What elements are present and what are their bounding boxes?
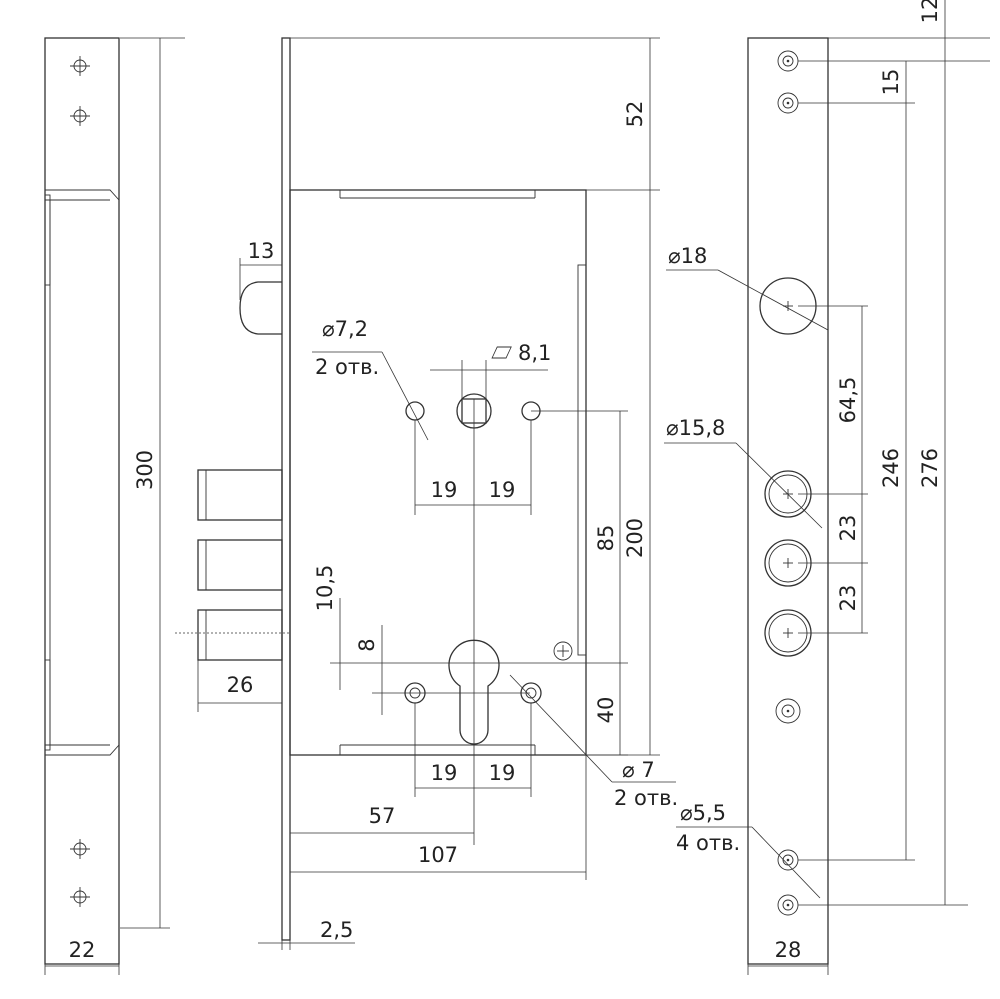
backset-label: 57 <box>369 804 396 828</box>
faceplate-thickness-label: 2,5 <box>320 918 353 942</box>
latch-bolt <box>239 281 282 335</box>
bolt-width-label: 13 <box>248 239 275 263</box>
faceplate-bolt-spacing-1: 23 <box>836 515 860 542</box>
strike-width-label: 22 <box>69 938 96 962</box>
deadbolts <box>197 469 283 661</box>
faceplate-top-margin-label: 12 <box>918 0 942 23</box>
handle-to-cylinder-label: 85 <box>594 525 618 552</box>
body-width-label: 107 <box>418 843 458 867</box>
faceplate-inner-length-label: 246 <box>879 448 903 488</box>
cylinder-hole-spacing-left: 19 <box>431 761 458 785</box>
strike-plate: 300 22 <box>44 37 185 975</box>
bolt-offset-label: 10,5 <box>313 565 337 612</box>
spindle-hole-spacing-right: 19 <box>489 478 516 502</box>
faceplate-fixing-hole-label: ⌀5,5 <box>680 801 726 825</box>
faceplate-hole-offset-label: 64,5 <box>836 377 860 424</box>
faceplate-screw-spacing-label: 15 <box>879 69 903 96</box>
faceplate-total-length-label: 276 <box>918 448 942 488</box>
cylinder-screw-diameter-label: ⌀ 7 <box>622 758 655 782</box>
screw-hole-diameter-label: ⌀7,2 <box>322 317 368 341</box>
spindle-square-label: 8,1 <box>518 341 551 365</box>
body-screw-icon <box>553 641 573 661</box>
cylinder-hole-spacing-right: 19 <box>489 761 516 785</box>
cylinder-offset-label: 8 <box>355 638 379 651</box>
cylinder-hole <box>448 639 500 745</box>
lock-body: 8,1 ⌀7,2 2 отв. 19 19 85 4 <box>175 37 678 950</box>
screw-hole-count-label: 2 отв. <box>315 355 379 379</box>
faceplate-width-label: 28 <box>775 938 802 962</box>
spindle-hole-spacing-left: 19 <box>431 478 458 502</box>
faceplate-bolt-spacing-2: 23 <box>836 585 860 612</box>
cylinder-to-bottom-label: 40 <box>594 697 618 724</box>
faceplate-medium-hole-label: ⌀15,8 <box>666 416 725 440</box>
cylinder-screw-count-label: 2 отв. <box>614 786 678 810</box>
faceplate-large-hole-label: ⌀18 <box>668 244 707 268</box>
top-offset-label: 52 <box>623 101 647 128</box>
faceplate: 12 15 64,5 23 23 246 276 ⌀18 ⌀15,8 ⌀5,5 … <box>664 0 990 975</box>
deadbolt-throw-label: 26 <box>227 673 254 697</box>
body-height-label: 200 <box>623 518 647 558</box>
strike-screw-icon <box>70 56 90 907</box>
screw-hole <box>405 401 425 421</box>
faceplate-fixing-hole-count: 4 отв. <box>676 831 740 855</box>
strike-height-label: 300 <box>133 450 157 490</box>
